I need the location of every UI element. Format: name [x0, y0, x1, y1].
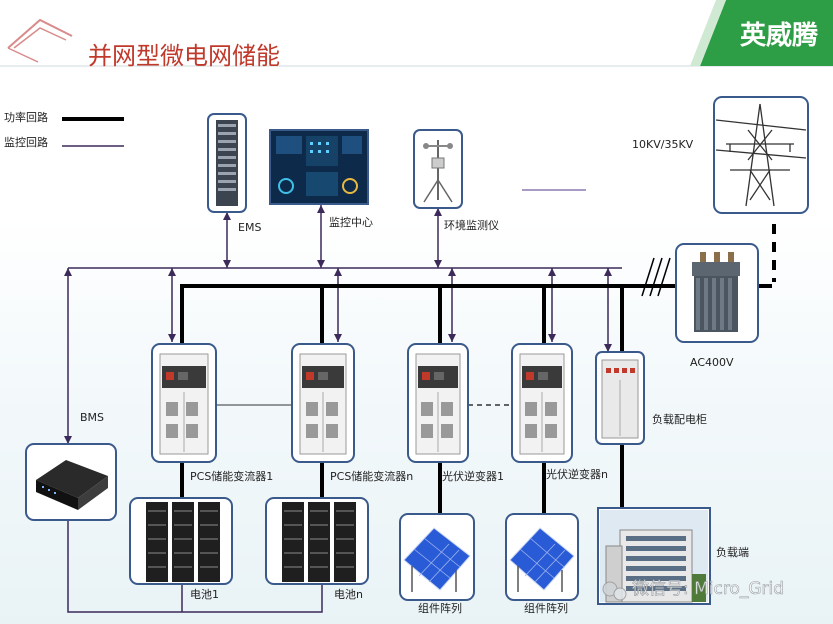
break-symbol: [641, 257, 671, 297]
transmission-tower-icon: [713, 96, 809, 214]
pv1-label: 光伏逆变器1: [442, 469, 504, 483]
pcsn-label: PCS储能变流器n: [330, 469, 413, 483]
load-building: [597, 507, 711, 605]
page-title: 并网型微电网储能: [88, 42, 280, 70]
bms-label: BMS: [80, 411, 104, 424]
solar-array-2: [505, 513, 579, 601]
env-monitor-label: 环境监测仪: [444, 218, 499, 232]
watermark-text: 微信号: Micro_Grid: [632, 579, 784, 599]
power-bus: [180, 284, 772, 514]
pcs-cabinet-n: [291, 343, 355, 463]
bms-device: [25, 443, 117, 521]
solar-array-1: [399, 513, 475, 601]
battery1-label: 电池1: [190, 588, 219, 601]
transformer-label: AC400V: [690, 356, 734, 369]
load-cabinet-label: 负载配电柜: [652, 412, 707, 426]
env-monitor-device: [413, 129, 463, 209]
batteryn-label: 电池n: [334, 588, 363, 601]
bms-battery-link: [67, 520, 323, 613]
transformer-device: [675, 243, 759, 343]
monitor-center-label: 监控中心: [329, 215, 373, 229]
ems-device: [207, 113, 247, 213]
battery-rack-1: [129, 497, 233, 585]
array1-label: 组件阵列: [418, 601, 462, 615]
array2-label: 组件阵列: [524, 601, 568, 615]
monitor-arrows: [64, 205, 612, 444]
brand-name: 英威腾: [740, 20, 819, 51]
legend-monitor-label: 监控回路: [4, 135, 48, 149]
pv-inverter-1: [407, 343, 469, 463]
grid-voltage-label: 10KV/35KV: [632, 138, 694, 151]
monitor-bus: [67, 205, 622, 444]
monitor-center-screen: [269, 129, 369, 205]
legend-power-label: 功率回路: [4, 110, 48, 124]
ems-label: EMS: [238, 221, 261, 234]
wechat-watermark: 微信号: Micro_Grid: [602, 579, 784, 601]
pcs-cabinet-1: [151, 343, 217, 463]
pcs1-label: PCS储能变流器1: [190, 469, 273, 483]
load-label: 负载端: [716, 545, 749, 559]
header-band: [0, 0, 833, 66]
brand-badge: 英威腾: [690, 0, 833, 66]
pvn-label: 光伏逆变器n: [546, 467, 608, 481]
load-cabinet: [595, 351, 645, 445]
logo-mark-icon: [7, 18, 73, 63]
pv-inverter-n: [511, 343, 573, 463]
battery-rack-n: [265, 497, 369, 585]
